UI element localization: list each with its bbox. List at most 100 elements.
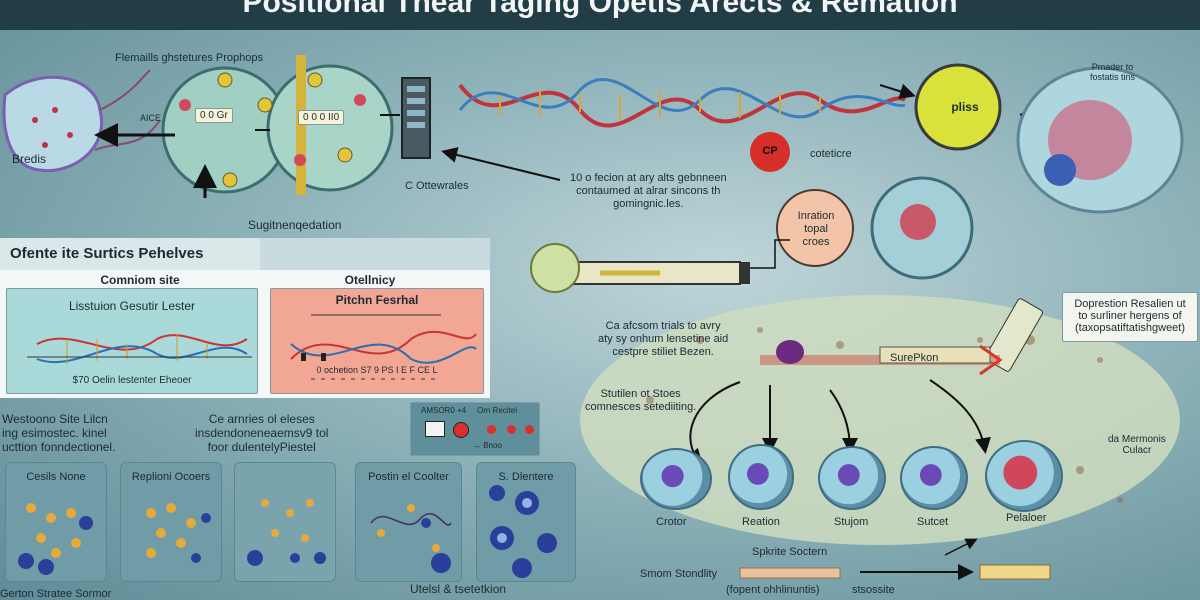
card-postin-el-coolter: Postin el Coolter (355, 462, 462, 582)
card-particles (18, 503, 93, 575)
bottom-left-label: Smom Stondlity (640, 568, 718, 580)
top-right-note: Pmader to fostatis tins (1090, 62, 1135, 82)
insertion-line: Inration (797, 210, 835, 222)
box2-helix (290, 314, 477, 380)
stabion-line: comnesces setediiting. (585, 401, 697, 413)
bacterium-cell (2, 75, 104, 173)
note-line: Pmader to (1091, 62, 1134, 72)
lower-text-line: ucttion fonndectionel. (2, 440, 116, 454)
title-bar: Positional Tnear Taging Opetis Arects & … (0, 0, 1200, 30)
bottom-caption: Utelsl & tsetetkion (410, 582, 507, 596)
center-text-line: gomingnic.les. (613, 198, 684, 210)
bottom-right-label: stsossite (852, 584, 895, 596)
card-label: Replioni Ocoers (131, 471, 211, 483)
lower-text-line: ing esimostec. kinel (2, 426, 107, 440)
card-particles (247, 499, 326, 566)
box2-caption: 0 ochetion S7 9 PS I E F CE L (316, 365, 438, 375)
stabion-line: Stutilen ot Stoes (600, 388, 681, 400)
legend-sub: → Bnoo (473, 441, 502, 450)
stabion-label: Stutilen ot Stoes comnesces setediiting. (585, 388, 696, 414)
note-line: fostatis tins (1090, 72, 1136, 82)
insertion-line: croes (802, 236, 830, 248)
cp-badge-circle (750, 132, 790, 172)
center-text: 10 o fecion at ary alts gebnneen contaum… (570, 172, 727, 211)
sunpkon-label: SurePkon (890, 352, 939, 364)
box1-title: Lisstuion Gesutir Lester (68, 299, 196, 313)
legend-title: AMSOR0 +4 (421, 406, 467, 415)
result-box: Doprestion Resalien ut to surliner herge… (1062, 292, 1198, 342)
center-text-line: contaumed at alrar sincons th (576, 185, 721, 197)
cell-label: Crotor (656, 516, 687, 528)
legend-dot (507, 425, 516, 434)
da-label: Culacr (1122, 445, 1152, 456)
lower-text-line: insdendoneneaemsv9 tol (195, 426, 329, 440)
membrane-channel (296, 55, 306, 195)
lower-text-line: Westoono Site Lilcn (2, 412, 108, 426)
dna-strand-red (458, 83, 907, 128)
box2-title: Pitchn Fesrhal (335, 293, 419, 307)
common-site-box: Lisstuion Gesutir Lester $70 Oelin leste… (6, 288, 258, 394)
panel-heading: Ofente ite Surtics Pehelves (0, 238, 260, 270)
label-b: 0 0 0 II0 (298, 110, 345, 125)
right-text-line: aty sy onhum lensetine aid (598, 333, 729, 345)
card-replioni-ocoers: Replioni Ocoers (120, 462, 222, 582)
right-left-text: Ca afcsom trials to avry aty sy onhum le… (598, 320, 728, 359)
legend-dot (453, 422, 469, 438)
legend-icon (425, 421, 445, 437)
pliss-badge: pliss (951, 100, 979, 114)
result-line: (taxopsatiftatishgweet) (1074, 322, 1186, 334)
membrane-tag: AICE (140, 113, 162, 123)
compartment-right (266, 64, 394, 192)
card-s-dlentere: S. Dlentere (476, 462, 576, 582)
cp-badge: CP (762, 145, 778, 157)
box1-helix (27, 334, 252, 364)
label-a: 0 0 Gr (195, 108, 233, 123)
da-labels: da Mermonis Culacr (1108, 434, 1166, 456)
cell-reation (728, 444, 794, 510)
result-line: Doprestion Resalien ut (1074, 298, 1186, 310)
lower-text-2: Ce arnries ol eleses insdendoneneaemsv9 … (195, 412, 328, 454)
vial (984, 298, 1044, 372)
card-particles (489, 485, 557, 578)
col2-title: Otellnicy (344, 273, 396, 287)
cell-crotor (640, 448, 712, 510)
card-third (234, 462, 336, 582)
card-label: Cesils None (26, 471, 86, 483)
right-text-line: cestpre stiliet Bezen. (612, 346, 714, 358)
card-label: S. Dlentere (498, 471, 554, 483)
cell-stujom (818, 446, 886, 510)
legend-note: Orn Recitel (477, 406, 518, 415)
top-left-header: Flemaills ghstetures Prophops (115, 52, 263, 64)
insertion-label: Inration topal croes (788, 210, 844, 249)
insertion-line: topal (804, 223, 828, 235)
cell-sutcet (900, 446, 968, 510)
cell-label: Sutcet (917, 516, 949, 528)
pliss-badge-circle (914, 63, 1002, 151)
lower-text-1: Westoono Site Lilcn ing esimostec. kinel… (2, 412, 115, 454)
result-line: to surliner hergens of (1078, 310, 1182, 322)
da-label: da Mermonis (1108, 434, 1166, 445)
legend-dot (487, 425, 496, 434)
center-text-line: 10 o fecion at ary alts gebnneen (570, 172, 727, 184)
top-left-caption: Sugitnenqedation (248, 218, 342, 232)
col1-title: Comniom site (100, 273, 180, 287)
legend-dot (525, 425, 534, 434)
method-panel: Comniom site Otellnicy Lisstuion Gesutir… (0, 270, 490, 398)
right-text-line: Ca afcsom trials to avry (605, 320, 721, 332)
lower-text-line: foor dulentelyPiestel (207, 440, 316, 454)
cell-label: Stujom (834, 516, 869, 528)
lower-text-line: Ce arnries ol eleses (208, 412, 315, 426)
bottom-left-caption: Gerton Stratee Sormor (0, 588, 112, 600)
c-label: C Ottewrales (405, 180, 469, 192)
card-cesils-none: Cesils None (5, 462, 107, 582)
panel-heading-fill (260, 238, 490, 270)
bredis-label: Bredis (12, 152, 47, 166)
otellnicy-box: Pitchn Fesrhal 0 ochetion S7 9 PS I E F … (270, 288, 484, 394)
cell-label: Pelaloer (1006, 512, 1047, 524)
card-label: Postin el Coolter (368, 471, 449, 483)
card-particles (146, 503, 211, 563)
box1-caption: $70 Oelin lestenter Eheoer (72, 375, 192, 386)
bottom-title: Spkrite Soctern (752, 546, 828, 558)
cell-pelaloer (985, 440, 1063, 512)
legend-box: AMSOR0 +4 Orn Recitel → Bnoo (410, 402, 540, 456)
